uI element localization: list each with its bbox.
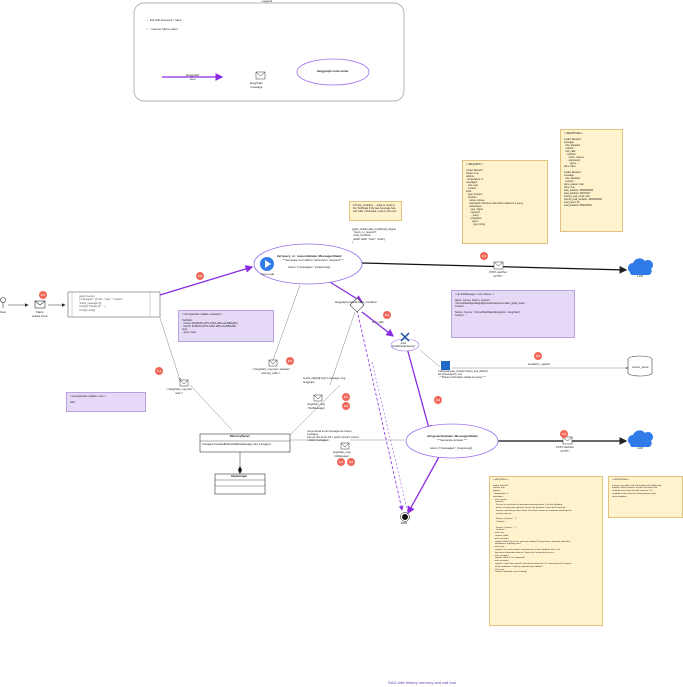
query-or-respond-node[interactable] <box>253 243 363 285</box>
footer-caption: RAG with history memory and call tool <box>388 680 456 685</box>
ai-msg-label: <<langchain_msg type: assistant and tool… <box>252 368 290 375</box>
badge: 1.0 <box>39 291 47 299</box>
tool-message-note: <<ai.ToolMessage>> tool: retrieve >> Nam… <box>451 290 575 338</box>
document-store-icon <box>441 361 450 370</box>
query-title: def query_or_respond(state: MessagesStat… <box>277 254 343 258</box>
tools-node[interactable] <box>390 338 420 352</box>
legend-node-label: langgraph node name <box>317 69 349 73</box>
flow-to-query <box>159 265 254 296</box>
badge: 3.2 <box>534 352 542 360</box>
condition-diamond <box>349 297 365 313</box>
badge: 3.0 <box>383 311 391 319</box>
response-note-2: <<RESPONSE>> It may seem odd to start by… <box>608 476 683 518</box>
flow-condition-end <box>356 309 404 511</box>
badge: 4.2 <box>560 430 568 438</box>
badge: 4.1 <box>337 458 345 466</box>
generate-sub: """Generate answer.""" <box>437 438 468 442</box>
start-envelope-icon <box>34 300 46 309</box>
legend-step-label: langgraph step <box>186 73 200 81</box>
badge: 3.3 <box>342 402 350 410</box>
response-note-1: <<RESPONSE>> model: llama3.2 message: ro… <box>560 129 623 232</box>
memory-sub: messages.AnnotatedBuiltins[list[BaseMess… <box>202 443 271 446</box>
vector-code: # lang/response_format("content_and_arti… <box>438 370 489 379</box>
graph-builder-code: graph_builder.add_conditional_edges( "qu… <box>352 228 396 244</box>
llm-label-top: LLM <box>637 274 643 278</box>
badge: 4.0 <box>434 396 442 404</box>
start-label: Starts crates input <box>32 310 48 318</box>
vector-store-label: vector_store <box>632 365 649 369</box>
llm-label-bottom: LLM <box>637 446 643 450</box>
condition-note: # Tools_condition ... edge to route to t… <box>349 201 402 221</box>
tool-calls-label: tool_calls <box>372 320 384 324</box>
badge: 1.1 <box>155 367 163 375</box>
envelope-icon <box>179 71 573 450</box>
generate-node[interactable] <box>405 423 499 459</box>
legend-node-ellipse <box>296 58 370 86</box>
legend-message-label: langchain message <box>250 81 263 89</box>
user-label: User <box>0 310 7 314</box>
query-sub: """Generate tool call for retrieval or r… <box>282 258 344 262</box>
user-actor-icon <box>0 297 6 303</box>
tools-icon <box>400 332 410 342</box>
end-dot <box>402 514 408 520</box>
badge: 3.1 <box>342 393 350 401</box>
query-step-label: step node <box>261 272 275 276</box>
query-return: return {"messages": [response]} <box>288 265 331 269</box>
condition-label: langgraph.prebuilt.tools_condition <box>335 300 377 304</box>
tool-call-text: ai.tool_calls[0]["args"] message: msg la… <box>303 377 346 384</box>
input-box <box>67 291 161 318</box>
similarity-label: similarity_search <box>528 362 551 366</box>
state-graph-title: StateGraph <box>231 474 248 478</box>
state-graph-box <box>214 473 266 495</box>
badge: 2.1 <box>480 252 488 260</box>
llm-cloud-icon <box>628 258 653 447</box>
human-message-note: <<ai.LangChain.msgRole: user>> hello <box>66 392 146 412</box>
human-msg-label: <<langchain_msg role: user>> <box>166 388 193 395</box>
end-label: END <box>401 521 408 525</box>
vector-store-icon <box>627 355 653 377</box>
ai-message-note: <<ai.LangChain.msgRole: assistant>> Tool… <box>178 310 274 342</box>
legend-heart-item: ♡ : resume future steps <box>146 27 178 31</box>
tools-label: tools ToolNode([retrieve]) <box>392 342 415 348</box>
generate-title: def generate(state: MessagesState): <box>427 434 479 438</box>
input-code: graph.invoke( {"messages": [{"role": "us… <box>79 295 124 312</box>
flow-to-generate <box>406 347 433 434</box>
flow-to-end <box>407 454 441 515</box>
legend-dashed-item: → link that bounces / rules <box>146 18 182 22</box>
flow-to-tools <box>361 311 395 337</box>
memory-saver-box <box>199 433 291 453</box>
legend-title: Legend <box>262 0 273 3</box>
badge: 2.2 <box>286 357 294 365</box>
final-msg-label: langchain_msg <AIMessage> <box>333 451 351 458</box>
tool-msg-label: langchain_msg <ToolMessage> <box>307 403 326 410</box>
badge: 4.3 <box>347 458 355 466</box>
reasoning-text: merge all last ai tool messages as conte… <box>307 430 359 442</box>
request-note-2: <<REQUEST>> model: llama3.2 stream: true… <box>489 476 603 626</box>
prompt-msg-label: POST /api/chat <HTTP> <box>489 271 507 278</box>
generate-return: return {"messages": [response]} <box>430 446 473 450</box>
generate-prompt-label: POST /api/chat <HTTP> <box>556 446 574 453</box>
badge: 2.0 <box>196 272 204 280</box>
memory-title: MemorySaver <box>230 434 250 438</box>
request-note-1: <<REQUEST>> model: llama3.2 stream: true… <box>462 160 548 244</box>
